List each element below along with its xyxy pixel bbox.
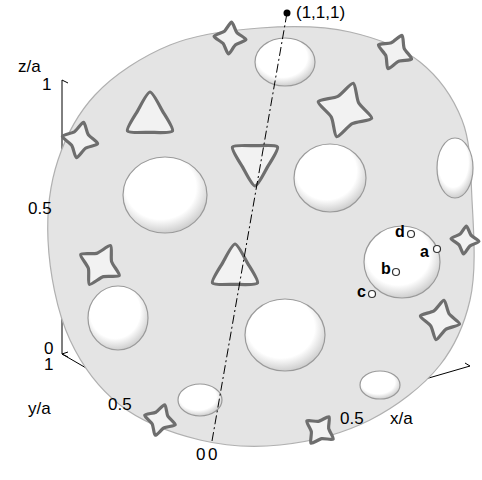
point-marker [393,269,400,276]
surface-hole [255,38,315,86]
cut-face-rim [145,405,176,436]
cut-face-rim [214,22,246,54]
direction-label: (1,1,1) [296,4,345,21]
cut-face-rim [318,83,372,137]
axis-title: x/a [390,410,413,427]
cut-face-rim [420,300,459,339]
surface-hole [178,384,222,416]
cut-face-rim [307,417,334,444]
cut-face-rim [451,226,479,254]
tick [62,352,68,354]
tick-label: 0.5 [28,200,52,217]
tick-label: 0 [208,446,217,463]
tick-label: 1 [42,76,51,93]
cut-face-rim [378,35,411,68]
surface-hole [123,157,207,233]
tick-label: 0.5 [108,396,132,413]
cut-face-rim [81,246,120,285]
point-marker [434,246,441,253]
tick-label: 0.5 [340,410,364,427]
surface [48,22,479,446]
axis-title: z/a [18,58,41,75]
tick [62,80,68,83]
surface-hole [437,138,473,198]
point-marker [369,291,376,298]
point-label: a [420,244,429,260]
surface-body [48,27,474,447]
axis-title: y/a [28,400,51,417]
surface-hole [88,286,148,350]
cut-face-rim [212,244,257,285]
cut-face-rim [232,145,277,186]
point-label: d [395,224,405,240]
tick-label: 0 [196,446,205,463]
tick-label: 1 [44,356,53,373]
cut-face-rim [127,92,172,133]
surface-hole [360,371,400,399]
point-label: c [357,284,366,300]
symmetry-axis [212,13,287,441]
tick [465,363,470,366]
point-label: b [381,261,391,277]
tick [62,354,68,357]
tick-label: 0 [44,340,53,357]
surface-hole [294,144,366,212]
surface-hole [245,299,325,371]
axis-end-dot [284,10,291,17]
point-marker [408,231,415,238]
cut-face-rim [62,122,97,157]
